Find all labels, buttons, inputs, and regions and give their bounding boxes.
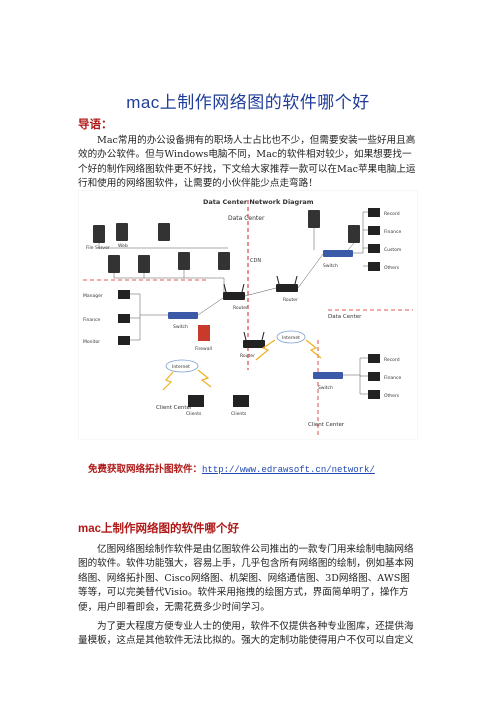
router-1	[223, 292, 245, 300]
label-client-center-right: Client Center	[308, 422, 345, 428]
label-web: Web	[118, 243, 128, 249]
switch-top-right	[323, 250, 353, 257]
label-finance-1: Finance	[384, 229, 401, 235]
intro-heading: 导语：	[78, 119, 113, 131]
label-record-2: Record	[384, 357, 400, 363]
section-paragraph-2: 为了更大程度方便专业人士的使用，软件不仅提供各种专业图库，还提供海量模板，这点是…	[78, 621, 414, 647]
label-file-server: File Server	[86, 245, 110, 251]
label-switch-1: Switch	[323, 263, 338, 269]
section-paragraph-1: 亿图网络图绘制作软件是由亿图软件公司推出的一款专门用来绘制电脑网络图的软件。软件…	[78, 544, 414, 613]
firewall	[198, 325, 210, 341]
label-router-2: Router	[283, 297, 298, 303]
label-finance-2: Finance	[384, 375, 401, 381]
download-line: 免费获取网络拓扑图软件：http://www.edrawsoft.cn/netw…	[88, 461, 375, 475]
label-others-1: Others	[384, 265, 400, 271]
label-finance-left: Finance	[83, 317, 100, 323]
download-link[interactable]: http://www.edrawsoft.cn/network/	[202, 465, 375, 475]
network-diagram: Data Center Network Diagram Data Center …	[77, 189, 419, 441]
label-clients-2: Clients	[231, 411, 247, 417]
label-internet-2: Internet	[172, 364, 190, 370]
page-title: mac上制作网络图的软件哪个好	[126, 93, 370, 112]
label-switch-2: Switch	[173, 324, 188, 330]
diagram-title: Data Center Network Diagram	[203, 198, 314, 206]
section-heading: mac上制作网络图的软件哪个好	[78, 523, 240, 535]
switch-bottom-right	[313, 372, 343, 379]
label-switch-3: Switch	[318, 385, 333, 391]
intro-paragraph: Mac常用的办公设备拥有的职场人士占比也不少，但需要安装一些好用且高效的办公软件…	[78, 135, 416, 190]
label-custom: Custom	[384, 247, 401, 253]
router-3	[243, 340, 265, 348]
label-others-2: Others	[384, 393, 400, 399]
switch-left	[168, 312, 198, 319]
label-cdn: CDN	[250, 258, 261, 264]
label-monitor: Monitor	[83, 339, 100, 345]
label-record-1: Record	[384, 211, 400, 217]
server-group-top	[93, 223, 230, 273]
label-router-3: Router	[240, 353, 255, 359]
router-2	[276, 284, 298, 292]
label-router-1: Router	[233, 305, 248, 311]
label-internet-1: Internet	[282, 335, 300, 341]
label-firewall: Firewall	[195, 346, 212, 352]
label-client-center-left: Client Center	[156, 405, 193, 411]
label-clients-1: Clients	[186, 411, 202, 417]
label-data-center-right: Data Center	[328, 314, 362, 320]
download-label: 免费获取网络拓扑图软件：	[88, 464, 203, 475]
label-manager: Manager	[83, 293, 103, 299]
label-data-center-top: Data Center	[228, 215, 265, 222]
